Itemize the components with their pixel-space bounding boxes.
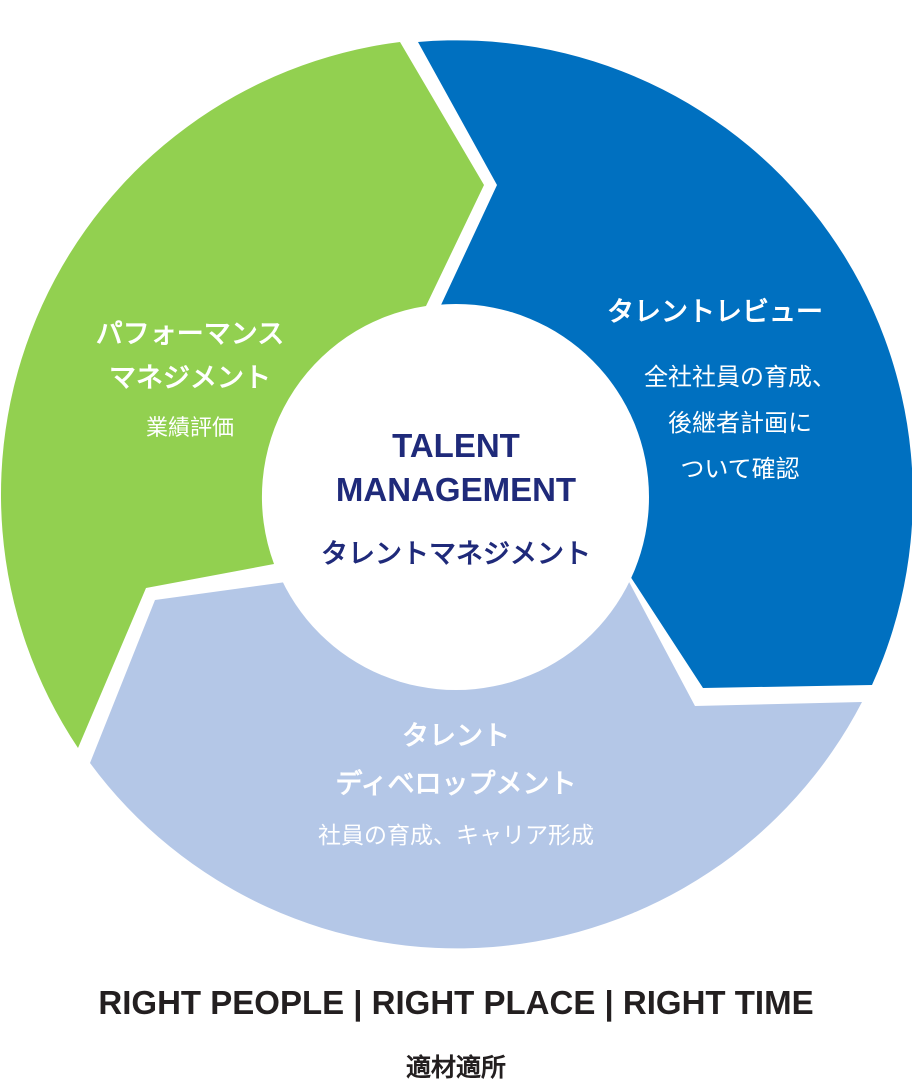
performance-title-line1: パフォーマンス: [95, 319, 285, 349]
performance-title: パフォーマンス マネジメント: [60, 312, 320, 400]
center-title-line1: TALENT: [392, 427, 520, 464]
review-desc-line2: 後継者計画に: [668, 410, 812, 437]
center-circle: [263, 304, 649, 690]
review-desc: 全社社員の育成、 後継者計画に ついて確認: [610, 355, 870, 493]
review-desc-line3: ついて確認: [680, 456, 800, 483]
development-desc: 社員の育成、キャリア形成: [318, 822, 594, 848]
center-title: TALENT MANAGEMENT: [260, 424, 652, 512]
footer-subtitle: 適材適所: [405, 1054, 506, 1082]
footer-tagline: RIGHT PEOPLE | RIGHT PLACE | RIGHT TIME: [98, 984, 814, 1021]
review-title: タレントレビュー: [607, 297, 823, 327]
review-desc-line1: 全社社員の育成、: [644, 364, 836, 391]
performance-title-line2: マネジメント: [109, 363, 271, 393]
development-title: タレント ディベロップメント: [256, 712, 656, 808]
segment-development: [90, 580, 862, 949]
segment-performance: [0, 42, 485, 748]
center-title-line2: MANAGEMENT: [335, 471, 577, 508]
development-title-line1: タレント: [402, 721, 510, 751]
performance-desc: 業績評価: [145, 415, 234, 440]
development-title-line2: ディベロップメント: [335, 769, 577, 799]
center-subtitle: タレントマネジメント: [321, 539, 591, 569]
segment-review: [418, 40, 912, 688]
